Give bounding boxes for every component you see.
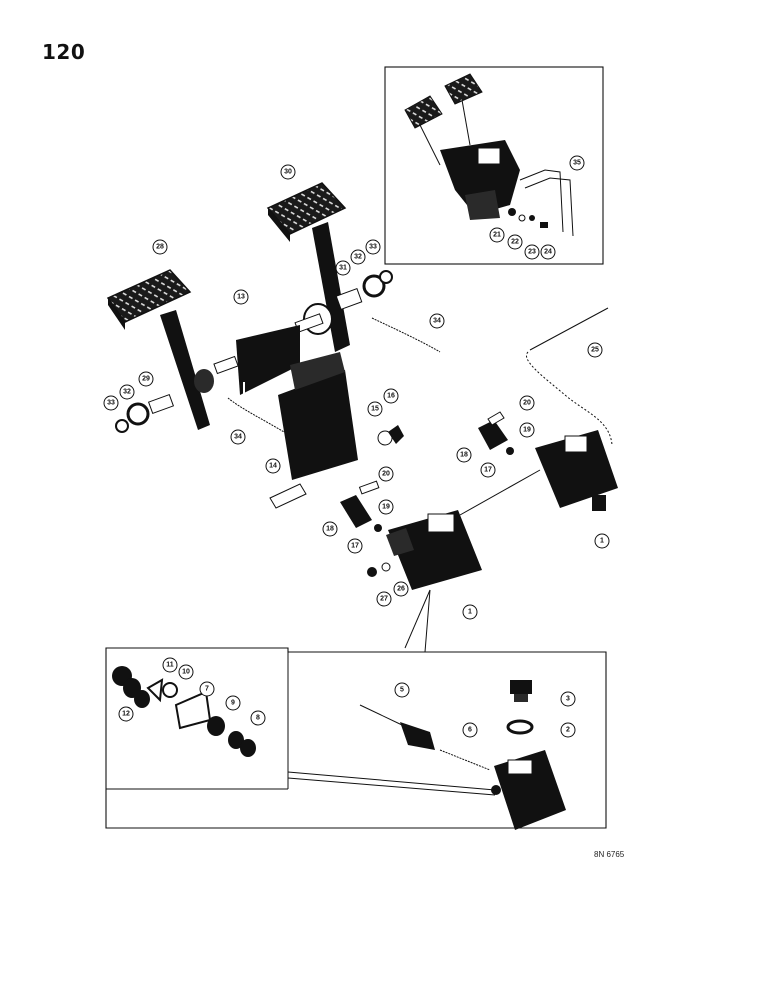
callout-2: 2	[566, 727, 570, 734]
callout-14: 14	[269, 463, 277, 470]
callout-8: 8	[256, 715, 260, 722]
callout-32: 32	[123, 389, 131, 396]
callout-7: 7	[205, 686, 209, 693]
callout-20: 20	[523, 400, 531, 407]
callout-34: 34	[234, 434, 242, 441]
callout-27: 27	[380, 596, 388, 603]
callout-23: 23	[528, 249, 536, 256]
pedal-28-assembly	[106, 269, 210, 430]
pedal-30-assembly	[266, 182, 350, 352]
callout-31: 31	[339, 265, 347, 272]
callout-35: 35	[573, 160, 581, 167]
callout-22: 22	[511, 239, 519, 246]
callout-33: 33	[107, 400, 115, 407]
inset-assembled-view-frame	[384, 66, 604, 265]
inset-master-cylinder-detail-frame	[105, 647, 607, 829]
leader-line	[424, 589, 431, 653]
callout-9: 9	[231, 700, 235, 707]
callout-3: 3	[566, 696, 570, 703]
callout-16: 16	[387, 393, 395, 400]
callout-20: 20	[382, 471, 390, 478]
callout-12: 12	[122, 711, 130, 718]
rod-25	[526, 307, 613, 446]
callout-21: 21	[493, 232, 501, 239]
master-cylinder-upper	[478, 411, 618, 511]
callout-19: 19	[523, 427, 531, 434]
pedal-small-parts	[115, 270, 404, 509]
leader-line	[404, 589, 431, 649]
callout-29: 29	[142, 376, 150, 383]
callout-11: 11	[166, 662, 174, 669]
inset-seal-kit-parts	[112, 666, 256, 757]
connector-line	[459, 469, 541, 516]
callout-26: 26	[397, 586, 405, 593]
callout-10: 10	[182, 669, 190, 676]
callout-34: 34	[433, 318, 441, 325]
master-cylinder-lower	[340, 480, 482, 590]
inset-cylinder-parts	[359, 680, 566, 830]
page-number: 120	[42, 40, 86, 64]
callout-24: 24	[544, 249, 552, 256]
callout-17: 17	[484, 467, 492, 474]
pedal-bracket-13	[236, 325, 358, 480]
callout-13: 13	[237, 294, 245, 301]
callout-5: 5	[400, 687, 404, 694]
leader-line	[287, 777, 496, 796]
springs	[227, 317, 441, 433]
callout-6: 6	[468, 727, 472, 734]
callout-30: 30	[284, 169, 292, 176]
callout-18: 18	[460, 452, 468, 459]
callout-1: 1	[468, 609, 472, 616]
pedal-shaft-and-bushings	[194, 303, 333, 393]
callout-15: 15	[371, 406, 379, 413]
inset-assembled-pedals	[404, 73, 574, 237]
reference-code: 8N 6765	[594, 850, 625, 859]
callout-32: 32	[354, 254, 362, 261]
callout-1: 1	[600, 538, 604, 545]
callout-18: 18	[326, 526, 334, 533]
callout-17: 17	[351, 543, 359, 550]
callout-33: 33	[369, 244, 377, 251]
callout-25: 25	[591, 347, 599, 354]
callout-28: 28	[156, 244, 164, 251]
leader-line	[287, 771, 496, 791]
callouts: 1 1 2 3 5 6 7 8 9 10 11 12 13 14 15 16 1…	[103, 155, 610, 738]
callout-19: 19	[382, 504, 390, 511]
